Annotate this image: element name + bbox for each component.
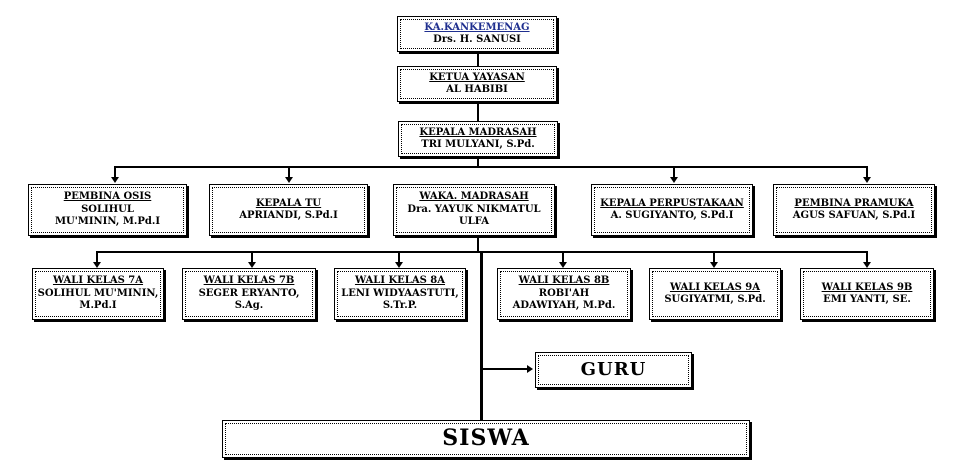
arrow-down-icon <box>670 177 678 183</box>
arrow-down-icon <box>248 262 256 268</box>
wali-title: WALI KELAS 9B <box>821 281 913 293</box>
wali-name: ROBI'AH ADAWIYAH, M.Pd. <box>512 287 616 312</box>
row2-name: SOLIHUL MU'MININ, M.Pd.I <box>54 203 161 228</box>
wali-name: SEGER ERYANTO, S.Ag. <box>198 287 300 312</box>
kankemenag-name: Drs. H. SANUSI <box>433 34 521 45</box>
box-wali-7b: WALI KELAS 7B SEGER ERYANTO, S.Ag. <box>182 268 316 320</box>
arrow-down-icon <box>395 262 403 268</box>
wali-title: WALI KELAS 9A <box>669 281 761 293</box>
row2-title: KEPALA TU <box>255 197 322 209</box>
kepala-title: KEPALA MADRASAH <box>419 126 537 138</box>
connector-top-trunk <box>477 50 479 68</box>
row2-name: APRIANDI, S.Pd.I <box>239 210 338 221</box>
connector-kepala-down <box>477 157 479 167</box>
wali-title: WALI KELAS 8A <box>354 275 446 287</box>
guru-label: GURU <box>580 358 647 380</box>
kepala-name: TRI MULYANI, S.Pd. <box>421 139 535 150</box>
box-kankemenag: KA.KANKEMENAG Drs. H. SANUSI <box>397 16 557 52</box>
row2-title: PEMBINA PRAMUKA <box>794 197 914 209</box>
box-pembina-osis: PEMBINA OSIS SOLIHUL MU'MININ, M.Pd.I <box>28 184 187 236</box>
connector-wali-8a <box>398 251 400 263</box>
connector-wali-9b <box>866 251 868 263</box>
row2-name: Dra. YAYUK NIKMATUL ULFA <box>407 203 541 228</box>
siswa-label: SISWA <box>442 425 530 452</box>
wali-name: LENI WIDYAASTUTI, S.Tr.P. <box>341 287 459 312</box>
box-kepala-madrasah: KEPALA MADRASAH TRI MULYANI, S.Pd. <box>398 121 558 157</box>
wali-title: WALI KELAS 7A <box>52 275 144 287</box>
connector-yayasan-kepala <box>477 101 479 121</box>
connector-drop-5 <box>866 166 868 178</box>
box-siswa: SISWA <box>222 420 750 458</box>
box-guru: GURU <box>535 352 692 388</box>
arrow-right-icon <box>527 365 533 373</box>
row2-name: AGUS SAFUAN, S.Pd.I <box>792 210 916 221</box>
arrow-down-icon <box>710 262 718 268</box>
connector-waka-down <box>477 236 479 252</box>
connector-main-trunk <box>480 251 483 422</box>
connector-drop-2 <box>288 166 290 178</box>
arrow-down-icon <box>863 262 871 268</box>
connector-drop-1 <box>114 166 116 178</box>
connector-wali-9a <box>713 251 715 263</box>
arrow-down-icon <box>111 177 119 183</box>
yayasan-name: AL HABIBI <box>446 84 508 95</box>
wali-title: WALI KELAS 8B <box>518 275 610 287</box>
wali-name: SOLIHUL MU'MININ, M.Pd.I <box>37 287 159 312</box>
row2-title: WAKA. MADRASAH <box>419 191 529 203</box>
arrow-down-icon <box>285 177 293 183</box>
arrow-down-icon <box>93 262 101 268</box>
box-wali-7a: WALI KELAS 7A SOLIHUL MU'MININ, M.Pd.I <box>32 268 164 320</box>
box-wali-8a: WALI KELAS 8A LENI WIDYAASTUTI, S.Tr.P. <box>334 268 466 320</box>
connector-wali-8b <box>562 251 564 263</box>
connector-guru <box>483 368 527 370</box>
box-wali-8b: WALI KELAS 8B ROBI'AH ADAWIYAH, M.Pd. <box>497 268 631 320</box>
wali-name: SUGIYATMI, S.Pd. <box>664 294 766 305</box>
connector-wali-7b <box>251 251 253 263</box>
box-wali-9a: WALI KELAS 9A SUGIYATMI, S.Pd. <box>649 268 781 320</box>
box-waka-madrasah: WAKA. MADRASAH Dra. YAYUK NIKMATUL ULFA <box>393 184 555 236</box>
kankemenag-title: KA.KANKEMENAG <box>424 21 530 33</box>
row2-title: PEMBINA OSIS <box>63 191 152 203</box>
arrow-down-icon <box>863 177 871 183</box>
yayasan-title: KETUA YAYASAN <box>429 71 525 83</box>
box-pembina-pramuka: PEMBINA PRAMUKA AGUS SAFUAN, S.Pd.I <box>773 184 935 236</box>
box-kepala-perpustakaan: KEPALA PERPUSTAKAAN A. SUGIYANTO, S.Pd.I <box>591 184 753 236</box>
connector-row2-horizontal <box>114 166 868 168</box>
box-wali-9b: WALI KELAS 9B EMI YANTI, SE. <box>800 268 934 320</box>
wali-title: WALI KELAS 7B <box>203 275 295 287</box>
connector-drop-4 <box>673 166 675 178</box>
row2-title: KEPALA PERPUSTAKAAN <box>600 197 744 209</box>
row2-name: A. SUGIYANTO, S.Pd.I <box>610 210 734 221</box>
connector-wali-7a <box>96 251 98 263</box>
box-kepala-tu: KEPALA TU APRIANDI, S.Pd.I <box>209 184 368 236</box>
wali-name: EMI YANTI, SE. <box>823 294 911 305</box>
arrow-down-icon <box>559 262 567 268</box>
box-ketua-yayasan: KETUA YAYASAN AL HABIBI <box>397 66 557 102</box>
